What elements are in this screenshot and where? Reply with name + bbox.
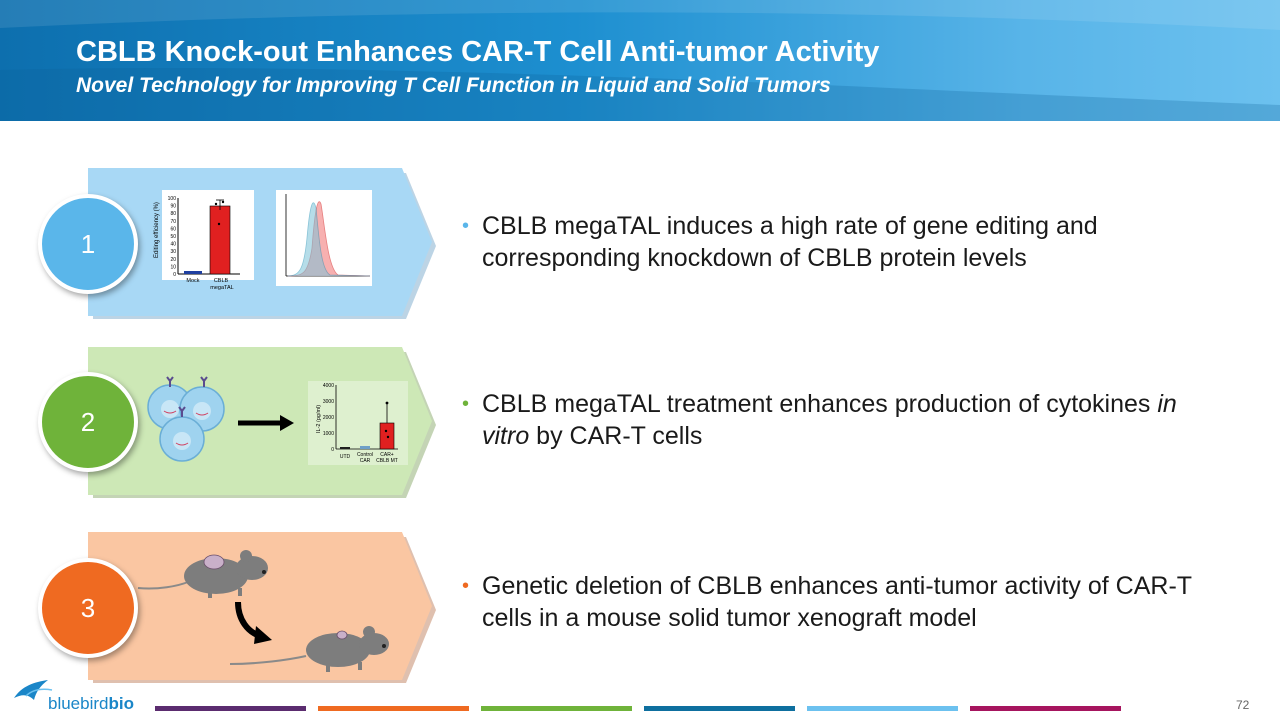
slide-title: CBLB Knock-out Enhances CAR-T Cell Anti-… bbox=[76, 36, 880, 68]
step-1-panel: Editing efficiency (%) 100 90 80 70 60 5… bbox=[88, 168, 438, 320]
chart-1-ytick: 60 bbox=[170, 226, 176, 232]
bullet-dot-icon: • bbox=[462, 575, 470, 597]
curved-arrow-icon bbox=[235, 601, 272, 644]
step-2-text-italic: in vitro bbox=[482, 390, 1177, 450]
chart-2-xlabel-control-2: CAR bbox=[360, 458, 371, 464]
car-t-cells-illustration bbox=[147, 376, 225, 462]
footer-stripe-magenta bbox=[970, 706, 1121, 711]
step-3-panel bbox=[88, 532, 438, 684]
chart-1-ytick: 20 bbox=[170, 257, 176, 263]
chart-2-ylabel: IL-2 (pg/ml) bbox=[316, 405, 322, 433]
footer-stripe-darkblue bbox=[644, 706, 795, 711]
chart-1-ytick: 80 bbox=[170, 211, 176, 217]
chart-1-bar-mock bbox=[184, 271, 202, 274]
chart-1-ytick: 40 bbox=[170, 242, 176, 248]
chart-1-ytick: 30 bbox=[170, 249, 176, 255]
chart-2-ytick: 1000 bbox=[323, 431, 334, 437]
right-arrow-icon bbox=[238, 415, 294, 431]
logo-wordmark: bluebirdbio bbox=[48, 694, 134, 714]
chart-1-ytick: 70 bbox=[170, 219, 176, 225]
mouse-small-tumor-icon bbox=[229, 626, 389, 672]
chart-2-ytick: 4000 bbox=[323, 383, 334, 389]
chart-2-ytick: 0 bbox=[331, 447, 334, 453]
step-3-number-badge: 3 bbox=[38, 558, 138, 658]
step-3-bullet: • Genetic deletion of CBLB enhances anti… bbox=[462, 570, 1222, 634]
footer-stripe-green bbox=[481, 706, 632, 711]
chart-2-xlabel-control: Control bbox=[357, 452, 373, 458]
step-2-text-part-1: CBLB megaTAL treatment enhances producti… bbox=[482, 390, 1158, 418]
page-number: 72 bbox=[1236, 698, 1250, 712]
bluebirdbio-logo: bluebirdbio bbox=[10, 678, 150, 716]
histogram-mock-curve bbox=[287, 202, 371, 277]
chart-1-xlabel-mock: Mock bbox=[186, 278, 199, 284]
slide-subtitle: Novel Technology for Improving T Cell Fu… bbox=[76, 74, 831, 97]
header-swoosh bbox=[0, 0, 1280, 121]
step-2-text: CBLB megaTAL treatment enhances producti… bbox=[482, 388, 1222, 452]
chart-2-xlabel-utd: UTD bbox=[340, 454, 351, 460]
chart-2-xlabel-cblb-2: CBLB MT bbox=[376, 458, 398, 464]
mouse-with-tumor-icon bbox=[137, 550, 268, 598]
logo-text-bluebird: bluebird bbox=[48, 694, 109, 713]
chart-2-bar-utd bbox=[340, 447, 350, 449]
step-1-number-badge: 1 bbox=[38, 194, 138, 294]
chart-2-bar-cblb bbox=[379, 422, 395, 450]
logo-text-bio: bio bbox=[108, 694, 135, 713]
chart-1-ytick: 0 bbox=[173, 272, 176, 278]
step-2-panel: IL-2 (pg/ml) 4000 3000 2000 1000 0 UTD C… bbox=[88, 347, 438, 499]
step-3-figures bbox=[137, 550, 389, 672]
chart-2-ytick: 3000 bbox=[323, 399, 334, 405]
chart-1-xlabel-megatal: CBLB bbox=[214, 278, 229, 284]
chart-1-ytick: 90 bbox=[170, 204, 176, 210]
chart-1-ytick: 10 bbox=[170, 264, 176, 270]
chart-1-xlabel-megatal-2: megaTAL bbox=[210, 285, 233, 291]
step-1-bullet: • CBLB megaTAL induces a high rate of ge… bbox=[462, 210, 1222, 274]
step-3-text: Genetic deletion of CBLB enhances anti-t… bbox=[482, 572, 1192, 632]
step-2-figures: IL-2 (pg/ml) 4000 3000 2000 1000 0 UTD C… bbox=[147, 376, 408, 465]
chart-1-ylabel: Editing efficiency (%) bbox=[154, 202, 160, 258]
bullet-dot-icon: • bbox=[462, 215, 470, 237]
chart-2-xlabel-cblb: CAR+ bbox=[380, 452, 394, 458]
bird-logo-icon bbox=[14, 680, 53, 700]
chart-1-ytick: 100 bbox=[168, 196, 177, 202]
footer-stripe-orange bbox=[318, 706, 469, 711]
step-1-text: CBLB megaTAL induces a high rate of gene… bbox=[482, 212, 1098, 272]
step-2-bullet: • CBLB megaTAL treatment enhances produc… bbox=[462, 388, 1222, 452]
chart-1-ytick: 50 bbox=[170, 234, 176, 240]
step-1-figures: Editing efficiency (%) 100 90 80 70 60 5… bbox=[154, 190, 372, 291]
footer-stripe-lightblue bbox=[807, 706, 958, 711]
chart-2-bar-control bbox=[360, 446, 370, 449]
chart-1-bar-megatal bbox=[209, 205, 231, 275]
step-2-text-part-2: by CAR-T cells bbox=[529, 422, 703, 450]
slide-header: CBLB Knock-out Enhances CAR-T Cell Anti-… bbox=[0, 0, 1280, 121]
footer-stripe-purple bbox=[155, 706, 306, 711]
bullet-dot-icon: • bbox=[462, 393, 470, 415]
chart-2-ytick: 2000 bbox=[323, 415, 334, 421]
step-2-number-badge: 2 bbox=[38, 372, 138, 472]
